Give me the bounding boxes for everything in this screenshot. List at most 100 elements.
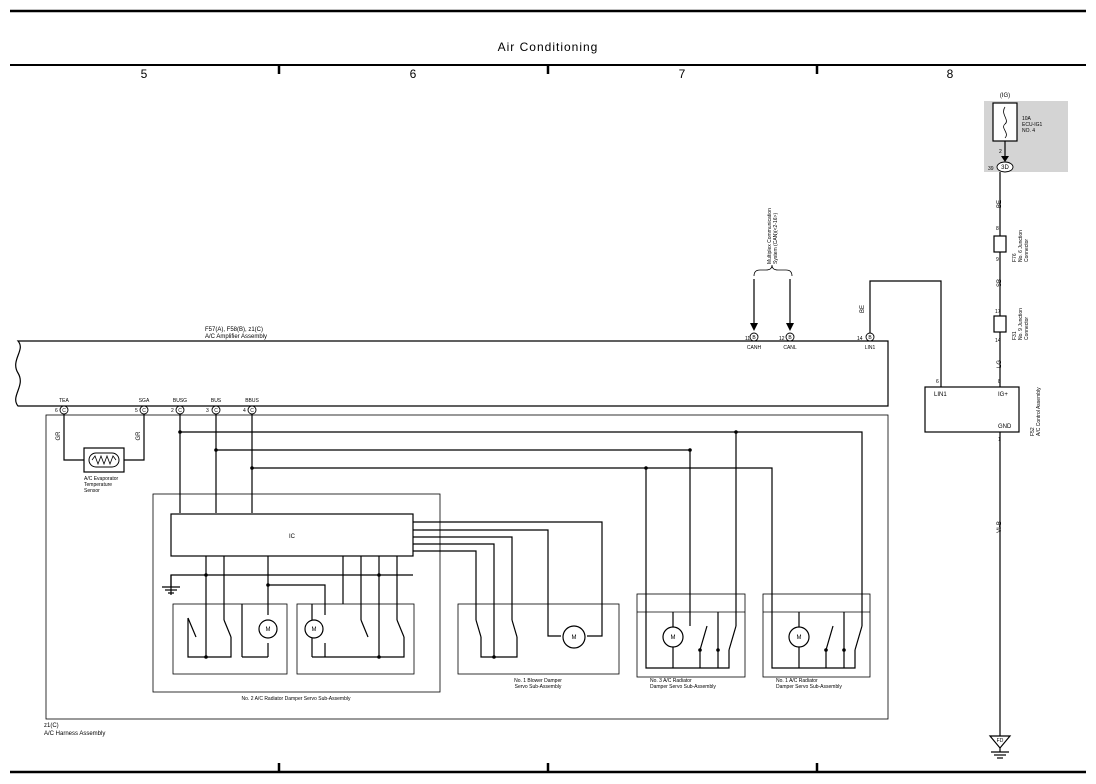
- servo-unit: M: [296, 603, 415, 675]
- svg-text:B: B: [788, 335, 792, 341]
- svg-text:F76: F76: [1012, 253, 1018, 262]
- fuse-number: NO. 4: [1022, 128, 1035, 134]
- ground-icon: FD: [988, 735, 1012, 759]
- fuse-block: (IG) 10A ECU-IG1 NO. 4 2 39 3D: [984, 93, 1068, 173]
- svg-text:B: B: [868, 335, 872, 341]
- multiplex-label: Multiplex Communication: [767, 208, 773, 264]
- ground-label: FD: [997, 738, 1004, 744]
- svg-text:M: M: [572, 635, 577, 641]
- svg-text:Connector: Connector: [1024, 317, 1030, 340]
- multiplex-label: System (CAN)(<2-16>): [773, 213, 779, 264]
- arrow-icon: [750, 323, 758, 331]
- fuse-ig-label: (IG): [1000, 93, 1010, 99]
- svg-text:5: 5: [135, 408, 138, 414]
- component-label: A/C Control Assembly: [1036, 387, 1042, 436]
- switch-icon: [825, 625, 834, 651]
- component-id: F57(A), F58(B), z1(C): [205, 327, 263, 333]
- ic-output-wires: [413, 521, 603, 637]
- harness-id: z1(C): [44, 723, 59, 729]
- thermistor-icon: [91, 454, 117, 466]
- svg-text:C: C: [214, 408, 218, 414]
- amplifier-body: [15, 340, 889, 407]
- terminal-label: SGA: [139, 398, 150, 404]
- svg-text:9: 9: [996, 257, 999, 263]
- column-ticks: [277, 65, 819, 74]
- wire-color-label: LG: [997, 360, 1003, 368]
- terminal-label: LIN1: [865, 345, 876, 351]
- fuse-pin-top: 2: [999, 149, 1002, 155]
- wire-color-label: SB: [997, 279, 1003, 287]
- svg-text:A/C Evaporator: A/C Evaporator: [84, 476, 119, 482]
- subassembly-label: No. 1 Blower Damper: [514, 678, 562, 684]
- fuse-icon: [1003, 106, 1007, 139]
- fuse-pin-left: 39: [988, 166, 994, 172]
- multiplex-bus: Multiplex Communication System (CAN)(<2-…: [750, 208, 794, 331]
- wire-color-label: VI-B: [997, 521, 1003, 533]
- wire-color-label: BE: [997, 200, 1003, 208]
- wire-color-label: GR: [56, 431, 62, 441]
- svg-text:2: 2: [171, 408, 174, 414]
- fuse-box: [992, 102, 1018, 142]
- wire: [869, 280, 942, 387]
- blower-damper-servo-assembly: M No. 1 Blower Damper Servo Sub-Assembly: [457, 603, 620, 690]
- arrow-icon: [1001, 156, 1009, 162]
- ic-lower-wires: [162, 556, 413, 604]
- svg-text:Sensor: Sensor: [84, 488, 100, 494]
- terminal-label: LIN1: [934, 392, 947, 398]
- subassembly-label: Damper Servo Sub-Assembly: [650, 684, 716, 690]
- connector-pin: [749, 332, 759, 342]
- harness-label: A/C Harness Assembly: [44, 731, 105, 737]
- motor-icon: [258, 619, 278, 639]
- svg-text:C: C: [178, 408, 182, 414]
- svg-text:12: 12: [779, 336, 785, 342]
- pin-number: 6: [936, 379, 939, 385]
- component-label: A/C Amplifier Assembly: [205, 334, 267, 340]
- footer-ticks: [277, 763, 819, 772]
- svg-text:M: M: [797, 635, 802, 641]
- page-title: Air Conditioning: [498, 40, 599, 54]
- terminal-label: BUS: [211, 398, 222, 404]
- svg-text:C: C: [62, 408, 66, 414]
- fuse-rating: 10A: [1022, 116, 1032, 122]
- harness-assembly: [45, 414, 889, 720]
- motor-icon: [304, 619, 324, 639]
- svg-text:14: 14: [857, 336, 863, 342]
- pin-number: 8: [998, 379, 1001, 385]
- amplifier-bottom-pins: TEA 6 C SGA 5 C BUSG 2 C BUS 3 C BBUS 4 …: [55, 398, 259, 415]
- svg-text:3D: 3D: [1001, 165, 1009, 171]
- amplifier-top-pins: 11 B CANH 12 B CANL 14 B LIN1: [745, 332, 876, 351]
- svg-text:No. 6 Junction: No. 6 Junction: [1018, 230, 1024, 262]
- switch-icon: [396, 619, 405, 638]
- terminal-label: CANL: [783, 345, 797, 351]
- terminal-label: TEA: [59, 398, 69, 404]
- junction-connector-f31: 17 14 F31 No. 9 Junction Connector: [993, 308, 1030, 344]
- switch-icon: [728, 625, 737, 651]
- arrow-icon: [786, 323, 794, 331]
- ac-control-assembly: 6 8 LIN1 IG+ GND 1 F52 A/C Control Assem…: [924, 379, 1042, 443]
- component-id: F52: [1030, 427, 1036, 436]
- svg-text:11: 11: [745, 336, 750, 342]
- switch-icon: [699, 625, 708, 651]
- fuse-name: ECU-IG1: [1022, 122, 1043, 128]
- svg-text:17: 17: [995, 309, 1001, 315]
- svg-text:4: 4: [243, 408, 246, 414]
- svg-text:No. 9 Junction: No. 9 Junction: [1018, 308, 1024, 340]
- connector-pin: [996, 161, 1014, 173]
- svg-text:C: C: [250, 408, 254, 414]
- ic-label: IC: [289, 534, 296, 540]
- svg-text:14: 14: [995, 338, 1001, 344]
- column-number: 8: [947, 67, 954, 81]
- svg-text:3: 3: [206, 408, 209, 414]
- terminal-label: CANH: [747, 345, 762, 351]
- svg-text:Temperature: Temperature: [84, 482, 112, 488]
- brace-icon: [753, 264, 793, 277]
- svg-text:Connector: Connector: [1024, 239, 1030, 262]
- ac-amplifier-assembly: F57(A), F58(B), z1(C) A/C Amplifier Asse…: [15, 327, 889, 407]
- bus-wires: [178, 414, 863, 594]
- evaporator-temperature-sensor: GR GR A/C Evaporator Temperature Sensor: [56, 414, 145, 494]
- ic-chip: [170, 513, 414, 557]
- svg-text:M: M: [266, 627, 271, 633]
- switch-icon: [854, 625, 863, 651]
- column-number: 6: [410, 67, 417, 81]
- svg-text:C: C: [142, 408, 146, 414]
